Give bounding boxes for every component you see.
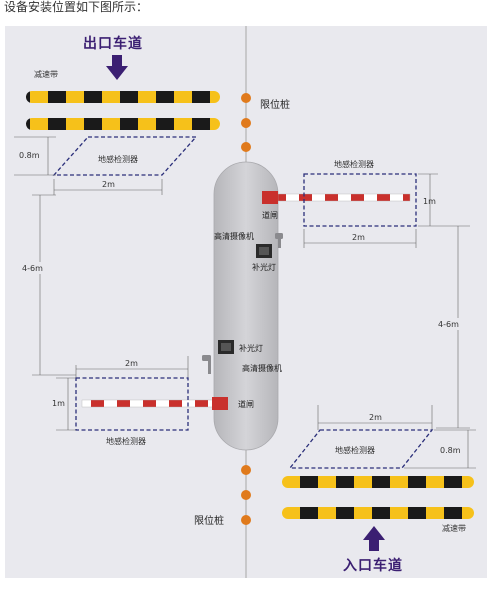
dim-0-8m-top: 0.8m [19,151,40,160]
dim-2m-bottom-right: 2m [369,413,382,422]
camera-icon-bottom [202,355,211,374]
loop-detector-entry [288,429,434,469]
dim-2m-bottom-left: 2m [125,359,138,368]
dim-1m-left: 1m [52,399,65,408]
limit-post-label-top: 限位桩 [260,98,290,111]
barrier-base-left [212,397,228,410]
loop-detector-exit [52,136,198,176]
entry-lane-label: 入口车道 [343,557,403,574]
fill-light-icon-bottom [218,340,234,354]
fill-light-label-top: 补光灯 [252,262,276,272]
loop-detector-label-exit-bottom: 地感检测器 [106,436,146,446]
exit-lane-label: 出口车道 [83,35,143,52]
hd-camera-label-bottom: 高清摄像机 [242,363,282,373]
loop-detector-label-entry-top: 地感检测器 [334,159,374,169]
exit-arrow-icon [106,55,128,80]
speed-bump-bottom-2 [282,507,474,519]
page-caption: 设备安装位置如下图所示： [4,0,149,14]
barrier-arm-left [81,399,215,408]
limit-post-bottom-2 [241,490,251,500]
speed-bump-bottom-1 [282,476,474,488]
loop-detector-label-entry: 地感检测器 [335,445,375,455]
limit-post-top-2 [241,118,251,128]
barrier-label-right: 道闸 [262,210,278,220]
dim-0-8m-bottom: 0.8m [440,446,461,455]
dim-2m-top-left: 2m [102,180,115,189]
dim-4-6m-right: 4-6m [438,320,459,329]
speed-bump-label-bottom: 减速带 [442,523,466,533]
speed-bump-label-top: 减速带 [34,69,58,79]
barrier-base-right [262,191,278,204]
limit-post-bottom-3 [241,515,251,525]
limit-post-label-bottom: 限位桩 [194,514,224,527]
barrier-label-left: 道闸 [238,399,254,409]
dim-2m-top-right: 2m [352,233,365,242]
entry-arrow-icon [363,526,385,551]
fill-light-label-bottom: 补光灯 [239,343,263,353]
dim-4-6m-left: 4-6m [22,264,43,273]
barrier-arm-right [277,193,411,202]
limit-post-top-3 [241,142,251,152]
limit-post-top-1 [241,93,251,103]
loop-detector-label-exit: 地感检测器 [98,154,138,164]
safety-island [213,161,279,451]
speed-bump-top-2 [26,118,220,130]
hd-camera-label-top: 高清摄像机 [214,231,254,241]
loop-detector-exit-bottom [75,377,189,431]
camera-icon-top [275,233,283,248]
limit-post-bottom-1 [241,465,251,475]
dim-1m-right: 1m [423,197,436,206]
fill-light-icon-top [256,244,272,258]
loop-detector-entry-top [303,173,417,227]
speed-bump-top-1 [26,91,220,103]
